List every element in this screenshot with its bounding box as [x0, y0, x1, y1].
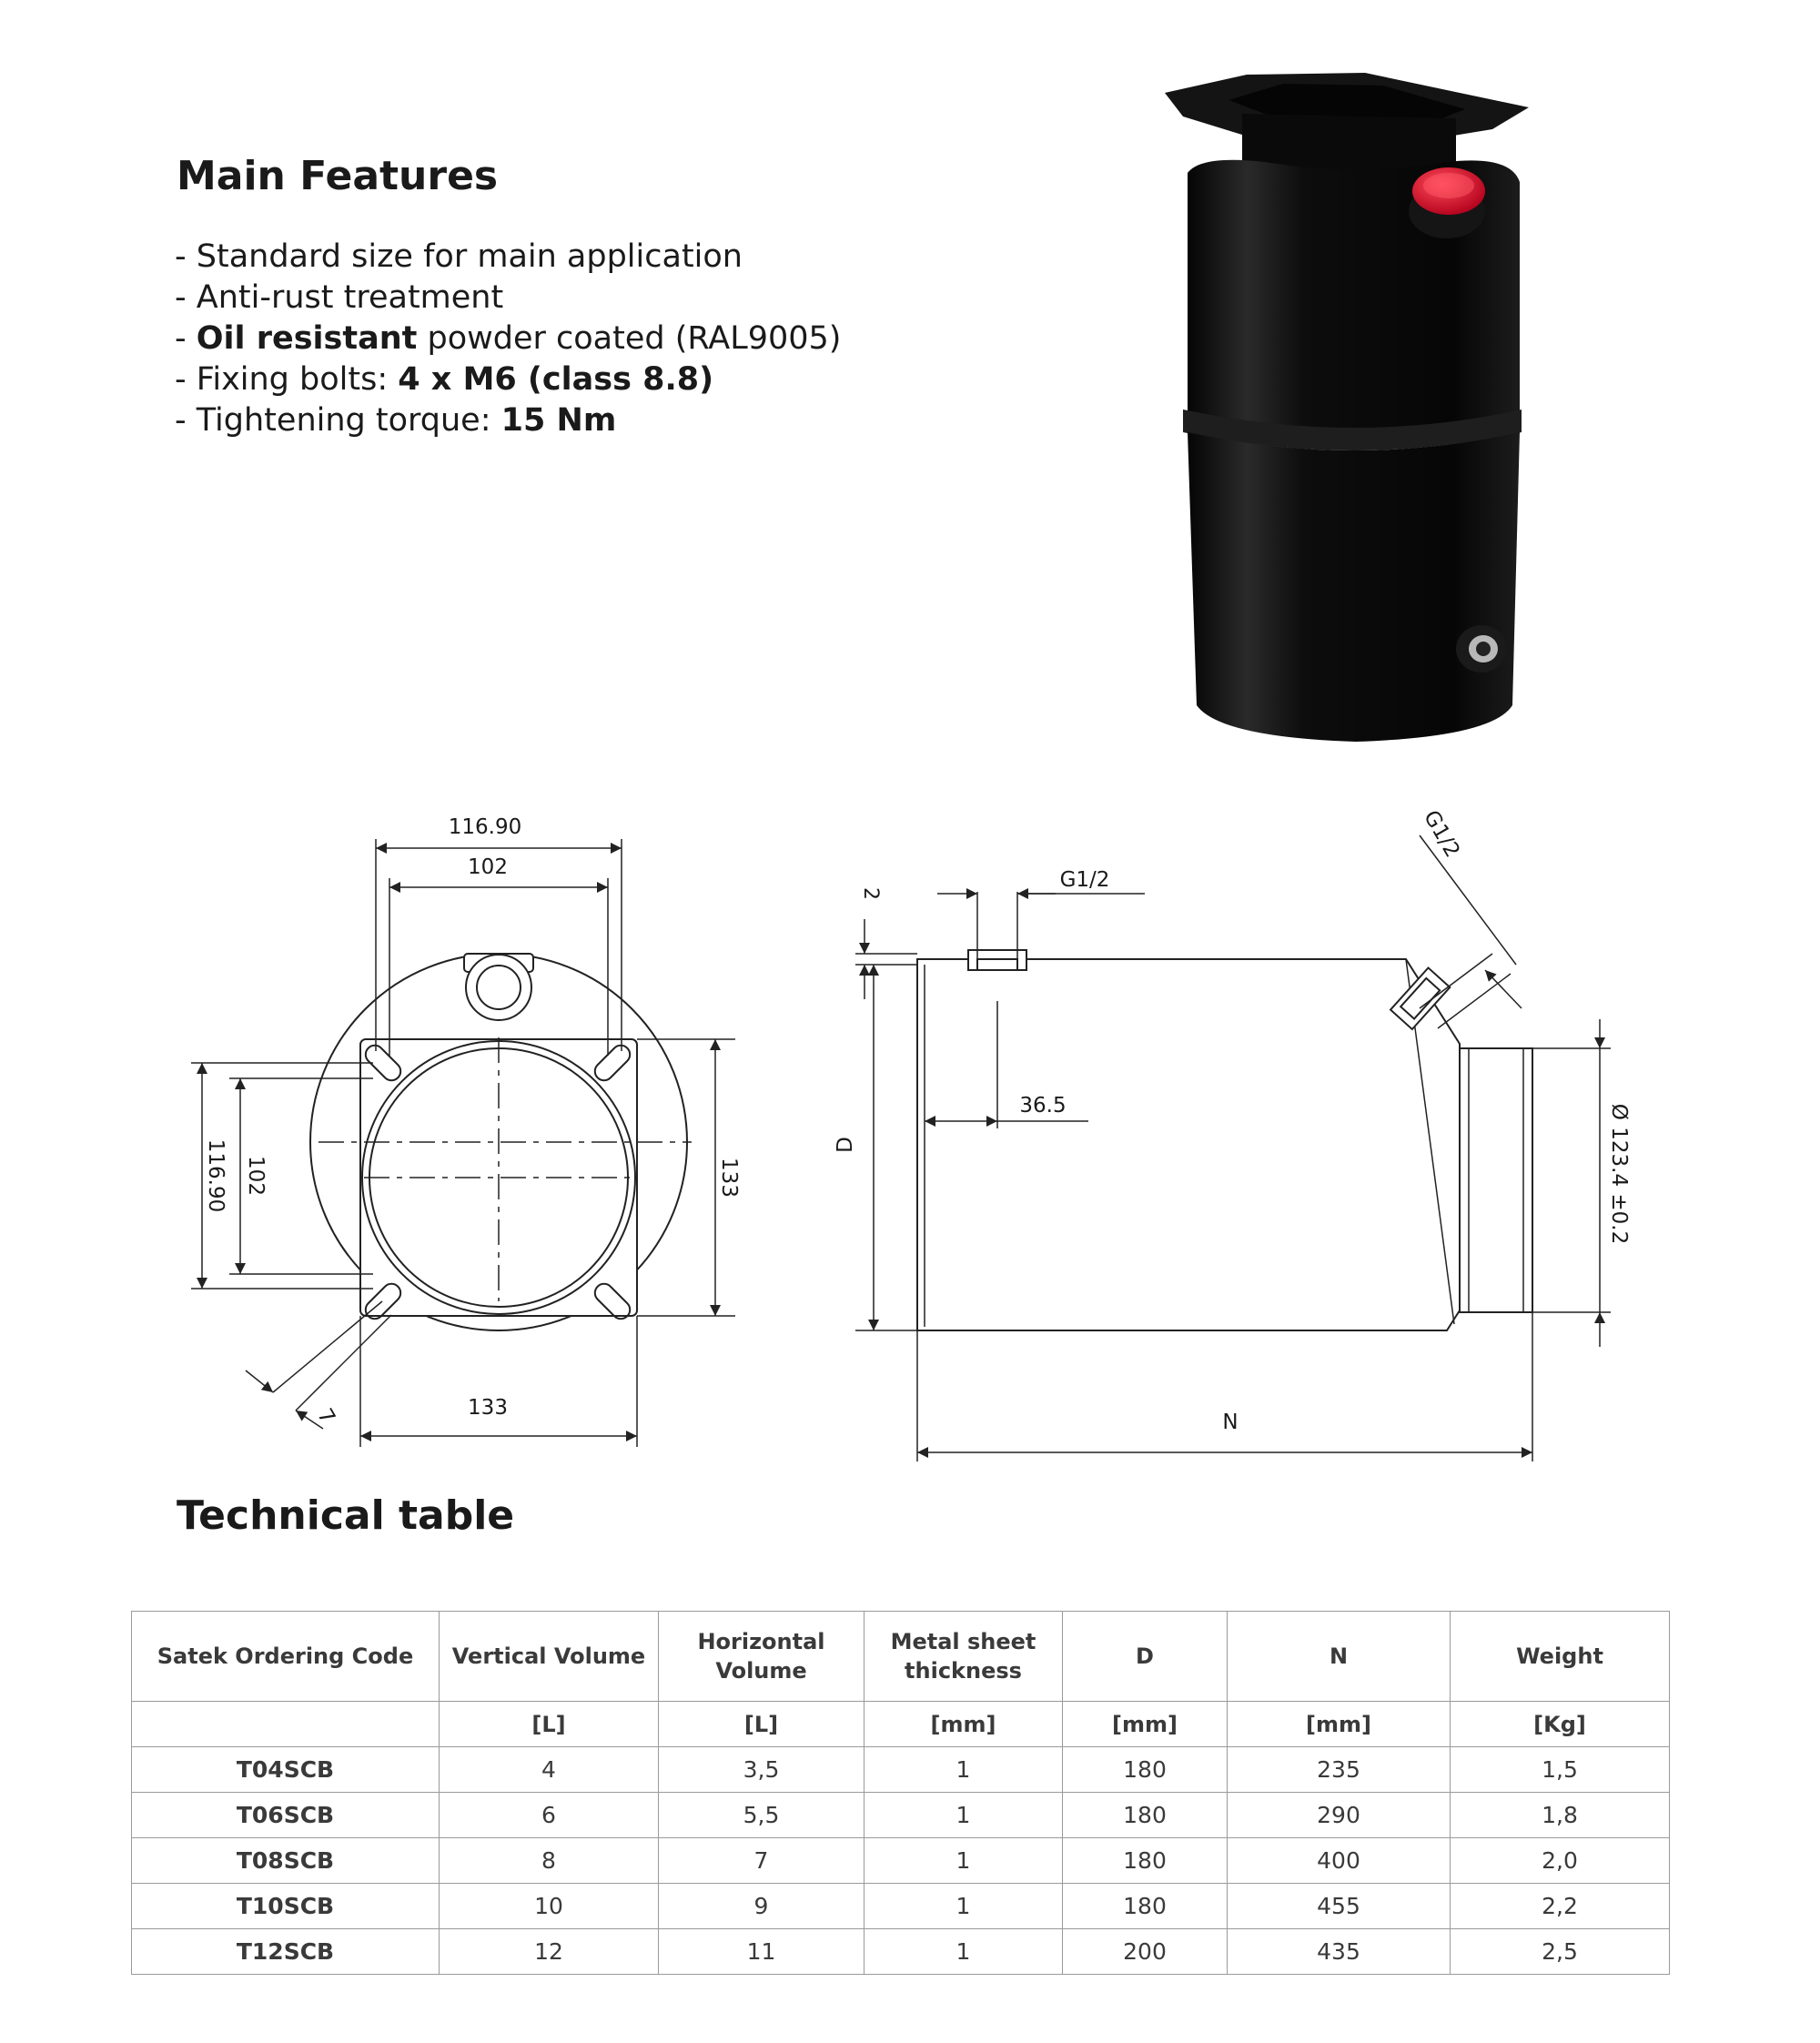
feature-item: - Oil resistant powder coated (RAL9005) [175, 319, 841, 359]
table-cell: 455 [1227, 1883, 1451, 1929]
table-cell: 3,5 [658, 1746, 864, 1793]
table-units-row: [L] [L] [mm] [mm] [mm] [Kg] [131, 1701, 1670, 1747]
table-cell: 7 [658, 1837, 864, 1884]
feature-item: - Tightening torque: 15 Nm [175, 400, 841, 441]
side-view-drawing [855, 834, 1611, 1461]
unit-cell: [mm] [1062, 1701, 1228, 1747]
header-d: D [1062, 1611, 1228, 1702]
unit-cell: [mm] [1227, 1701, 1451, 1747]
feature-item: - Standard size for main application [175, 237, 841, 278]
table-cell: 290 [1227, 1792, 1451, 1838]
feature-item: - Fixing bolts: 4 x M6 (class 8.8) [175, 359, 841, 400]
table-cell: 12 [439, 1928, 659, 1975]
table-cell: 1 [864, 1928, 1063, 1975]
table-cell: 1 [864, 1837, 1063, 1884]
header-weight: Weight [1450, 1611, 1670, 1702]
unit-cell: [Kg] [1450, 1701, 1670, 1747]
ordering-code-cell: T10SCB [131, 1883, 440, 1929]
feature-text: Oil resistant [196, 320, 418, 357]
main-features-title: Main Features [177, 153, 499, 199]
table-cell: 1 [864, 1883, 1063, 1929]
dim-diameter: Ø 123.4 ±0.2 [1607, 1104, 1631, 1244]
technical-table: Satek Ordering Code Vertical Volume Hori… [131, 1611, 1670, 1975]
dim-offset: 36.5 [1019, 1094, 1066, 1118]
feature-text: - Tightening torque: [175, 402, 501, 439]
feature-text: - [175, 320, 197, 357]
table-cell: 180 [1062, 1837, 1228, 1884]
dim-wall: 2 [859, 887, 882, 900]
unit-cell: [mm] [864, 1701, 1063, 1747]
table-header-row: Satek Ordering Code Vertical Volume Hori… [131, 1611, 1670, 1702]
table-cell: 435 [1227, 1928, 1451, 1975]
table-cell: 1 [864, 1746, 1063, 1793]
table-cell: 200 [1062, 1928, 1228, 1975]
dim-top-width-inner: 102 [468, 855, 508, 879]
table-cell: 2,2 [1450, 1883, 1670, 1929]
table-cell: 1 [864, 1792, 1063, 1838]
unit-cell: [L] [658, 1701, 864, 1747]
table-cell: 1,5 [1450, 1746, 1670, 1793]
ordering-code-cell: T06SCB [131, 1792, 440, 1838]
table-cell: 8 [439, 1837, 659, 1884]
table-cell: 400 [1227, 1837, 1451, 1884]
dim-port-angled: G1/2 [1419, 806, 1464, 861]
table-cell: 5,5 [658, 1792, 864, 1838]
table-cell: 2,5 [1450, 1928, 1670, 1975]
technical-table-title: Technical table [177, 1492, 515, 1539]
dim-bottom-width: 133 [468, 1396, 508, 1420]
ordering-code-cell: T04SCB [131, 1746, 440, 1793]
table-cell: 10 [439, 1883, 659, 1929]
feature-item: - Anti-rust treatment [175, 278, 841, 319]
unit-cell [131, 1701, 440, 1747]
table-cell: 9 [658, 1883, 864, 1929]
table-cell: 11 [658, 1928, 864, 1975]
table-cell: 180 [1062, 1883, 1228, 1929]
feature-text: 4 x M6 (class 8.8) [398, 361, 714, 398]
unit-cell: [L] [439, 1701, 659, 1747]
tank-lower-body [1188, 432, 1520, 742]
dim-depth: D [834, 1137, 857, 1153]
table-cell: 180 [1062, 1792, 1228, 1838]
table-cell: 235 [1227, 1746, 1451, 1793]
header-horizontal-volume: Horizontal Volume [658, 1611, 864, 1702]
ordering-code-cell: T08SCB [131, 1837, 440, 1884]
ordering-code-cell: T12SCB [131, 1928, 440, 1975]
feature-text: 15 Nm [500, 402, 617, 439]
dim-length: N [1222, 1411, 1238, 1434]
features-list: - Standard size for main application - An… [175, 237, 841, 441]
table-cell: 1,8 [1450, 1792, 1670, 1838]
front-view-drawing [191, 839, 735, 1447]
header-metal-sheet-thickness: Metal sheet thickness [864, 1611, 1063, 1702]
table-cell: 4 [439, 1746, 659, 1793]
feature-text: powder coated (RAL9005) [417, 320, 842, 357]
feature-text: - Standard size for main application [175, 238, 743, 275]
dim-top-width-outer: 116.90 [449, 815, 521, 839]
header-n: N [1227, 1611, 1451, 1702]
table-cell: 2,0 [1450, 1837, 1670, 1884]
tank-product-image [1165, 73, 1529, 742]
table-cell: 180 [1062, 1746, 1228, 1793]
feature-text: - Anti-rust treatment [175, 279, 504, 316]
table-cell: 6 [439, 1792, 659, 1838]
technical-drawings: 116.90 102 116.90 102 133 133 7 [191, 806, 1631, 1461]
header-ordering-code: Satek Ordering Code [131, 1611, 440, 1702]
dim-left-height-inner: 102 [244, 1156, 268, 1196]
dim-left-height-outer: 116.90 [204, 1139, 228, 1212]
dim-right-height: 133 [717, 1158, 741, 1198]
dim-port-top: G1/2 [1060, 868, 1110, 892]
header-vertical-volume: Vertical Volume [439, 1611, 659, 1702]
feature-text: - Fixing bolts: [175, 361, 399, 398]
